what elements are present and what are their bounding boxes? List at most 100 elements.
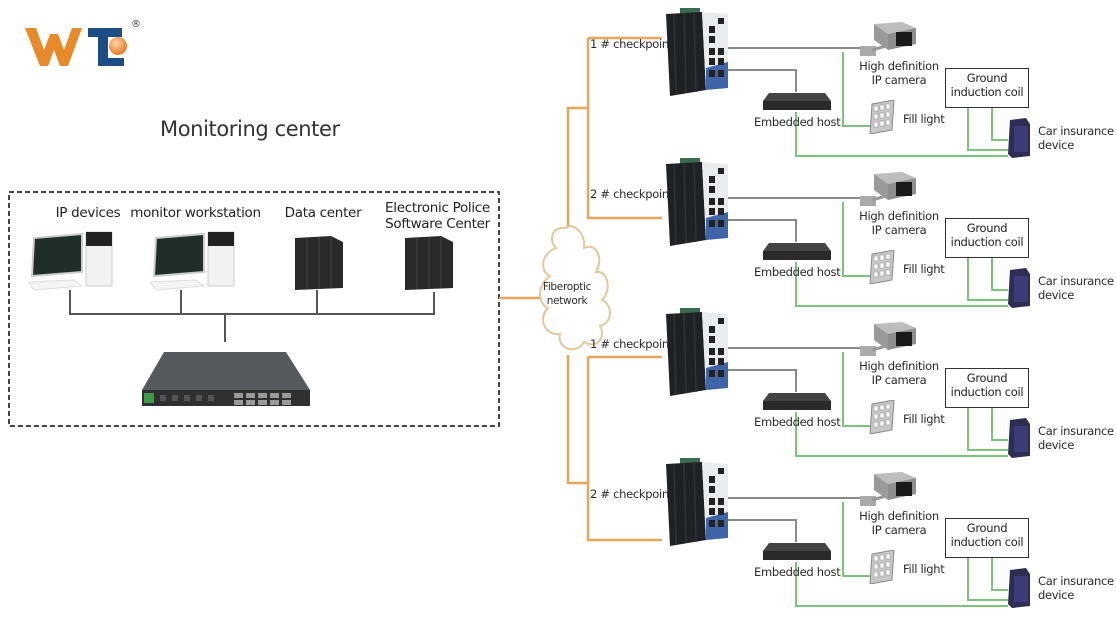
camera-label-line1: High definition [859,509,939,523]
coil-label-line1: Ground [966,521,1008,535]
company-logo [22,20,147,70]
car-label-line1: Car insurance [1038,274,1114,288]
camera-label-line1: High definition [859,59,939,73]
car-insurance-device-icon [1008,418,1030,458]
industrial-switch [662,158,734,252]
camera-label: High definition IP camera [858,209,940,237]
fiber-links [499,36,662,542]
industrial-switch-icon [666,158,728,246]
camera-label: High definition IP camera [858,359,940,387]
hd-ip-camera [858,470,918,514]
fill-light-label: Fill light [903,562,945,576]
checkpoint-group-4: 2 # checkpoint Embedded host [0,450,1116,608]
core-switch [138,350,314,412]
industrial-switch-icon [666,308,728,396]
checkpoint-label: 2 # checkpoint [590,187,674,201]
desktop-computer-icon [149,231,235,291]
coil-label-line2: induction coil [950,385,1024,399]
camera-label-line2: IP camera [871,523,927,537]
industrial-switch [662,308,734,402]
ip-camera-icon [860,322,916,356]
ground-induction-coil: Ground induction coil [945,368,1029,408]
embedded-host [763,391,833,417]
checkpoint-wiring-4 [728,497,1008,607]
camera-label-line2: IP camera [871,223,927,237]
fill-light [868,249,896,288]
car-label-line2: device [1038,588,1074,602]
ip-devices-computer [27,228,118,296]
car-insurance-label: Car insurance device [1038,274,1114,302]
camera-label: High definition IP camera [858,59,940,87]
wt-logo-icon [25,28,127,66]
fill-light-label: Fill light [903,412,945,426]
checkpoint-wiring-1 [728,47,1008,157]
fill-light-label: Fill light [903,262,945,276]
industrial-switch [662,458,734,552]
registered-mark: ® [131,19,141,30]
ip-camera-icon [860,22,916,56]
electronic-police-label: Electronic Police Software Center [380,200,495,232]
fiber-network-line2: network [546,295,588,307]
coil-label-line2: induction coil [950,535,1024,549]
fill-light [868,549,896,588]
car-label-line2: device [1038,288,1074,302]
checkpoint-group-1: 1 # checkpoint Embedded host [0,0,1116,158]
embedded-host-icon [763,543,831,560]
embedded-host-label: Embedded host [754,115,841,129]
electronic-police-line1: Electronic Police [385,200,490,216]
embedded-host-label: Embedded host [754,565,841,579]
server-rack-icon [295,236,343,290]
embedded-host-icon [763,243,831,260]
desktop-computer-icon [27,231,113,291]
car-insurance-device-icon [1008,268,1030,308]
camera-label-line2: IP camera [871,73,927,87]
checkpoint-wiring-3 [728,347,1008,457]
ip-camera-icon [860,172,916,206]
hd-ip-camera [858,170,918,214]
fill-light [868,99,896,138]
checkpoint-label: 1 # checkpoint [590,37,674,51]
ground-induction-coil: Ground induction coil [945,518,1029,558]
car-insurance-device [1006,568,1032,614]
hd-ip-camera [858,20,918,64]
car-insurance-label: Car insurance device [1038,574,1114,602]
embedded-host [763,541,833,567]
coil-label-line2: induction coil [950,235,1024,249]
fill-light-label: Fill light [903,112,945,126]
car-label-line1: Car insurance [1038,424,1114,438]
fill-light [868,399,896,438]
monitoring-center-boundary [8,191,500,427]
embedded-host-icon [763,393,831,410]
ground-induction-coil: Ground induction coil [945,68,1029,108]
fill-light-icon [869,249,895,285]
fill-light-icon [869,399,895,435]
car-insurance-label: Car insurance device [1038,424,1114,452]
monitor-workstation-label: monitor workstation [130,205,261,221]
car-insurance-device [1006,268,1032,314]
server-rack-icon [405,236,453,290]
car-insurance-device [1006,118,1032,164]
camera-label: High definition IP camera [858,509,940,537]
car-label-line2: device [1038,138,1074,152]
coil-label-line2: induction coil [950,85,1024,99]
camera-label-line1: High definition [859,359,939,373]
embedded-host-label: Embedded host [754,415,841,429]
car-label-line2: device [1038,438,1074,452]
fiber-cloud-outline [539,225,611,351]
ip-devices-label: IP devices [55,205,121,221]
electronic-police-line2: Software Center [385,216,490,232]
embedded-host [763,241,833,267]
fiber-network-label: Fiberoptic network [536,280,598,308]
coil-label-line1: Ground [966,371,1008,385]
embedded-host-label: Embedded host [754,265,841,279]
fill-light-icon [869,99,895,135]
car-insurance-device-icon [1008,118,1030,158]
coil-label-line1: Ground [966,71,1008,85]
coil-label-line1: Ground [966,221,1008,235]
car-label-line1: Car insurance [1038,574,1114,588]
data-center-server [293,234,345,294]
lan-bus [69,290,435,342]
car-insurance-label: Car insurance device [1038,124,1114,152]
hd-ip-camera [858,320,918,364]
